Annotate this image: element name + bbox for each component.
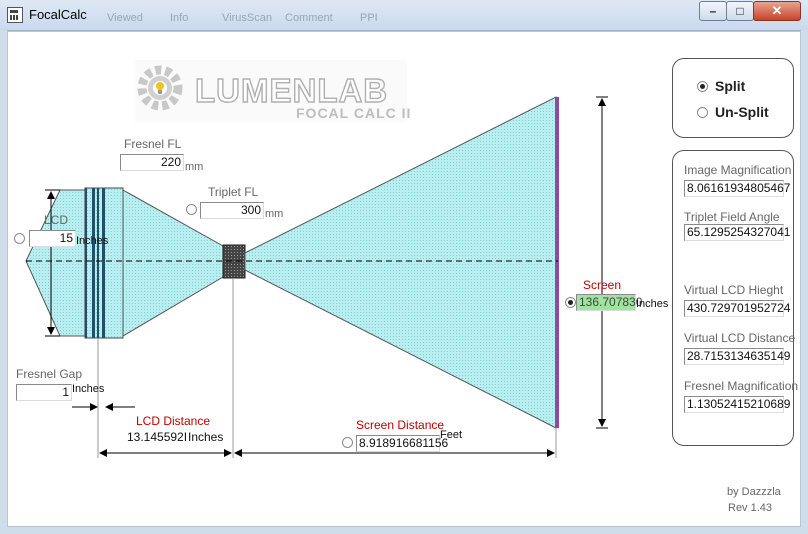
virtual-lcd-height-label: Virtual LCD Hieght bbox=[684, 283, 784, 297]
fresnel-magnification-label: Fresnel Magnification bbox=[684, 379, 799, 393]
ghost-toolbar-item: Viewed bbox=[107, 12, 143, 24]
triplet-fl-radio[interactable] bbox=[186, 204, 197, 215]
lcd-light-cone bbox=[25, 189, 86, 337]
fresnel-lens-3 bbox=[102, 188, 105, 338]
virtual-lcd-distance-label: Virtual LCD Distance bbox=[684, 331, 796, 345]
results-panel: Image Magnification 8.06161934805467 Tri… bbox=[672, 150, 798, 446]
image-magnification-value: 8.06161934805467 bbox=[684, 180, 790, 197]
lcd-unit: Inches bbox=[76, 235, 109, 247]
lcd-distance-label: LCD Distance bbox=[136, 414, 211, 428]
triplet-field-angle-label: Triplet Field Angle bbox=[684, 210, 780, 224]
screen-distance-radio[interactable] bbox=[342, 437, 353, 448]
projection-screen bbox=[555, 97, 559, 428]
title-bar[interactable]: FocalCalc Viewed Info VirusScan Comment … bbox=[0, 0, 808, 31]
window-title: FocalCalc bbox=[29, 7, 87, 22]
screen-radio[interactable] bbox=[565, 297, 576, 308]
lcd-panel bbox=[97, 188, 99, 338]
unsplit-label[interactable]: Un-Split bbox=[715, 104, 769, 120]
screen-distance-input[interactable]: 8.918916681156 bbox=[356, 435, 448, 452]
projection-beam bbox=[244, 96, 557, 429]
window-frame-left bbox=[0, 30, 7, 534]
screen-distance-label: Screen Distance bbox=[356, 418, 445, 432]
virtual-lcd-height-value: 430.729701952724 bbox=[684, 300, 790, 317]
screen-label: Screen bbox=[583, 278, 622, 292]
triplet-fl-label: Triplet FL bbox=[208, 185, 259, 199]
split-radio[interactable] bbox=[697, 81, 708, 92]
author-credit: by Dazzzla bbox=[727, 486, 781, 498]
ghost-toolbar-item: Comment bbox=[285, 12, 333, 24]
screen-size-input[interactable]: 136.707830 bbox=[576, 294, 642, 311]
lcd-label: LCD bbox=[44, 213, 69, 227]
fresnel-gap-unit: Inches bbox=[72, 383, 105, 395]
triplet-fl-input[interactable]: 300 bbox=[200, 202, 264, 219]
window-frame-bottom bbox=[0, 527, 808, 534]
logo-brand: LUMENLAB bbox=[195, 72, 388, 109]
close-icon: ✕ bbox=[771, 3, 783, 18]
calculator-icon bbox=[7, 7, 23, 23]
fresnel-lens-2 bbox=[92, 188, 95, 338]
unsplit-radio[interactable] bbox=[697, 107, 708, 118]
lcd-distance-unit: Inches bbox=[188, 430, 224, 444]
maximize-icon: □ bbox=[736, 4, 744, 18]
fresnel-fl-input[interactable]: 220 bbox=[120, 154, 184, 171]
lcd-radio[interactable] bbox=[14, 233, 25, 244]
minimize-icon: – bbox=[709, 4, 717, 18]
triplet-field-angle-value: 65.1295254327041 bbox=[684, 224, 790, 241]
image-magnification-label: Image Magnification bbox=[684, 163, 792, 177]
fresnel-gap-label: Fresnel Gap bbox=[16, 367, 83, 381]
lumenlab-logo bbox=[135, 60, 407, 122]
screen-unit: Inches bbox=[636, 298, 669, 310]
logo-product: FOCAL CALC II bbox=[296, 105, 411, 121]
close-button[interactable]: ✕ bbox=[753, 1, 801, 21]
minimize-button[interactable]: – bbox=[699, 1, 727, 21]
ghost-toolbar-item: VirusScan bbox=[222, 12, 272, 24]
screen-distance-unit: Feet bbox=[440, 429, 463, 441]
split-label[interactable]: Split bbox=[715, 78, 746, 94]
fresnel-gap-input[interactable]: 1 bbox=[16, 384, 72, 401]
virtual-lcd-distance-value: 28.7153134635149 bbox=[684, 348, 790, 365]
fresnel-fl-unit: mm bbox=[185, 161, 204, 173]
mode-panel: Split Un-Split bbox=[672, 58, 794, 138]
lcd-size-input[interactable]: 15 bbox=[29, 230, 76, 247]
lcd-distance-value: 13.145592I bbox=[127, 430, 188, 444]
maximize-button[interactable]: □ bbox=[726, 1, 754, 21]
fresnel-fl-label: Fresnel FL bbox=[124, 137, 182, 151]
window-frame-right bbox=[801, 30, 808, 534]
ghost-toolbar-item: Info bbox=[170, 12, 189, 24]
fresnel-magnification-value: 1.13052415210689 bbox=[684, 396, 790, 413]
ghost-toolbar-item: PPI bbox=[360, 12, 378, 24]
revision-label: Rev 1.43 bbox=[728, 502, 773, 514]
gear-icon bbox=[137, 65, 183, 111]
fresnel-lens-1 bbox=[85, 188, 87, 338]
triplet-fl-unit: mm bbox=[265, 208, 284, 220]
